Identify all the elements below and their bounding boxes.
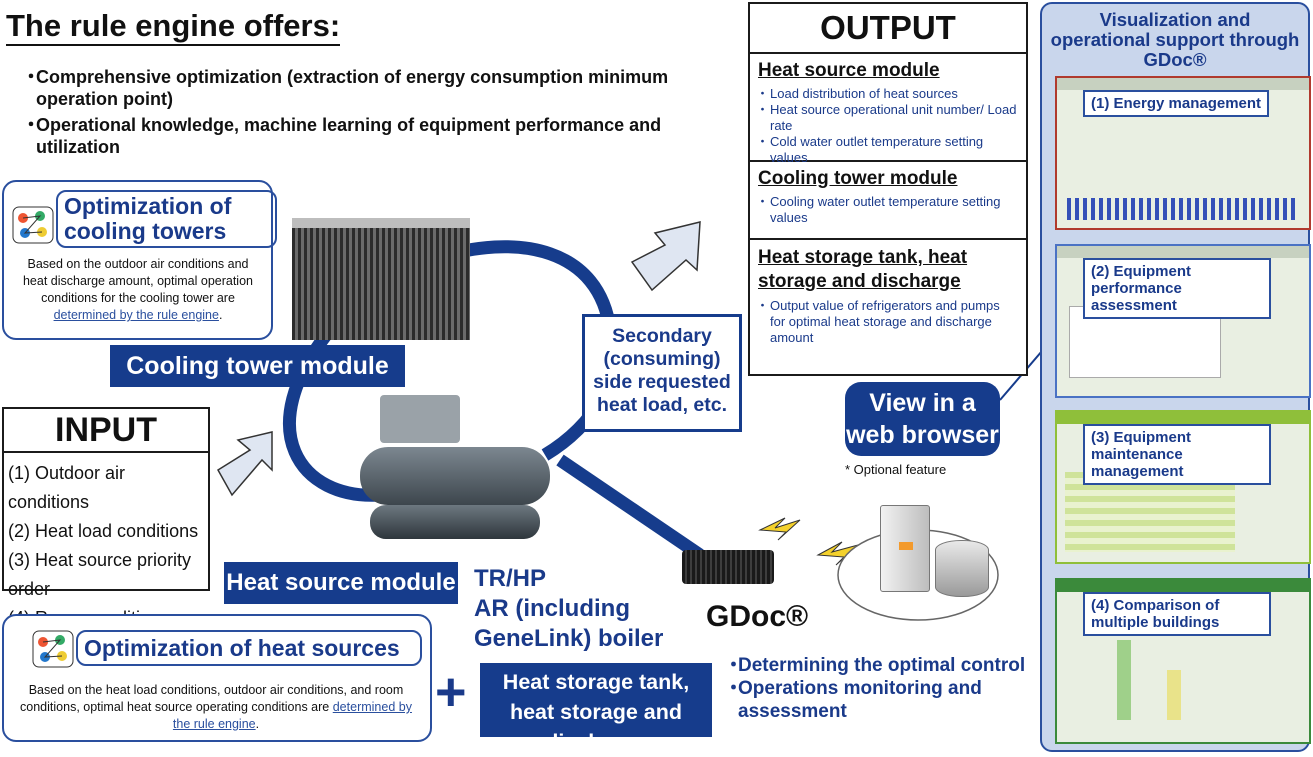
heat-storage-label: Heat storage tank, heat storage and disc… <box>480 663 712 754</box>
web-browser-label: View in a web browser <box>845 382 1000 456</box>
database-icon <box>935 540 989 597</box>
output-arrow-icon <box>630 221 701 292</box>
cooling-optimization-box: Optimization of cooling towers Based on … <box>2 180 277 340</box>
input-title: INPUT <box>4 409 208 453</box>
building-comparison-screenshot: (4) Comparison of multiple buildings <box>1055 578 1311 744</box>
energy-management-screenshot: (1) Energy management <box>1055 76 1311 230</box>
heat-source-optimization-title: Optimization of heat sources <box>76 630 422 666</box>
performance-assessment-screenshot: (2) Equipment performance assessment <box>1055 244 1311 398</box>
cooling-optimization-title: Optimization of cooling towers <box>56 190 277 248</box>
lightning-icon <box>758 517 801 541</box>
equipment-type: GeneLink) boiler <box>474 625 664 652</box>
server-icon <box>880 505 930 592</box>
gdoc-feature: Operations monitoring and assessment <box>724 677 1026 723</box>
input-box: INPUT (1) Outdoor air conditions (2) Hea… <box>2 407 210 628</box>
output-title: OUTPUT <box>750 4 1026 54</box>
equipment-types: TR/HP AR (including GeneLink) boiler <box>474 564 663 654</box>
offer-item: Comprehensive optimization (extraction o… <box>22 66 724 110</box>
output-item: Load distribution of heat sources <box>756 86 1018 102</box>
gdoc-device-image <box>682 550 774 584</box>
cooling-tower-image <box>292 218 470 340</box>
gdoc-feature: Determining the optimal control <box>724 654 1026 677</box>
cooling-tower-module-label: Cooling tower module <box>110 345 405 387</box>
rule-engine-link[interactable]: determined by the rule engine <box>53 308 219 322</box>
secondary-label: Secondary (consuming) side requested hea… <box>582 314 742 432</box>
output-section: Heat storage tank, heat storage and disc… <box>750 240 1026 350</box>
output-section-items: Cooling water outlet temperature setting… <box>756 194 1018 226</box>
input-items: (1) Outdoor air conditions (2) Heat load… <box>4 453 208 639</box>
panel-label: (4) Comparison of multiple buildings <box>1083 592 1271 636</box>
optimization-icon <box>32 630 74 668</box>
output-section-items: Output value of refrigerators and pumps … <box>756 298 1018 346</box>
chiller-image <box>360 395 555 545</box>
input-item: (1) Outdoor air conditions <box>8 463 126 512</box>
output-section: Heat source module Load distribution of … <box>750 54 1026 165</box>
heat-source-optimization-body: Based on the heat load conditions, outdo… <box>20 683 412 731</box>
cooling-optimization-body: Based on the outdoor air conditions and … <box>22 257 253 322</box>
link-to-gdoc <box>556 454 704 561</box>
visualization-panel: Visualization and operational support th… <box>1040 2 1311 752</box>
optional-note: * Optional feature <box>845 462 947 477</box>
offers-list: Comprehensive optimization (extraction o… <box>22 66 724 158</box>
output-section-title: Cooling tower module <box>758 168 958 189</box>
equipment-type: TR/HP <box>474 565 546 592</box>
visualization-title: Visualization and operational support th… <box>1050 9 1300 70</box>
plus-icon: + <box>435 662 467 722</box>
heat-source-optimization-box: Optimization of heat sources Based on th… <box>2 614 432 742</box>
output-item: Cold water outlet temperature setting va… <box>756 134 1018 166</box>
gdoc-name: GDoc® <box>706 600 809 633</box>
input-item: (3) Heat source priority order <box>8 550 192 599</box>
heat-source-module-label: Heat source module <box>224 562 458 604</box>
output-section-items: Load distribution of heat sources Heat s… <box>756 86 1018 166</box>
panel-label: (3) Equipment maintenance management <box>1083 424 1271 485</box>
input-arrow-icon <box>216 431 273 497</box>
headline: The rule engine offers: <box>6 8 341 46</box>
maintenance-management-screenshot: (3) Equipment maintenance management <box>1055 410 1311 564</box>
panel-label: (2) Equipment performance assessment <box>1083 258 1271 319</box>
output-box: OUTPUT Heat source module Load distribut… <box>748 2 1028 376</box>
optimization-icon <box>12 206 54 244</box>
output-section-title: Heat source module <box>758 60 940 81</box>
gdoc-features: Determining the optimal control Operatio… <box>724 654 1026 723</box>
output-item: Heat source operational unit number/ Loa… <box>756 102 1018 134</box>
input-item: (2) Heat load conditions <box>8 521 199 541</box>
output-item: Output value of refrigerators and pumps … <box>756 298 1018 346</box>
offer-item: Operational knowledge, machine learning … <box>22 114 724 158</box>
equipment-type: AR (including <box>474 595 630 622</box>
output-section: Cooling tower module Cooling water outle… <box>750 162 1026 240</box>
output-item: Cooling water outlet temperature setting… <box>756 194 1018 226</box>
rule-engine-link[interactable]: determined by the rule engine <box>172 700 412 731</box>
panel-label: (1) Energy management <box>1083 90 1270 117</box>
output-section-title: Heat storage tank, heat storage and disc… <box>758 247 968 292</box>
